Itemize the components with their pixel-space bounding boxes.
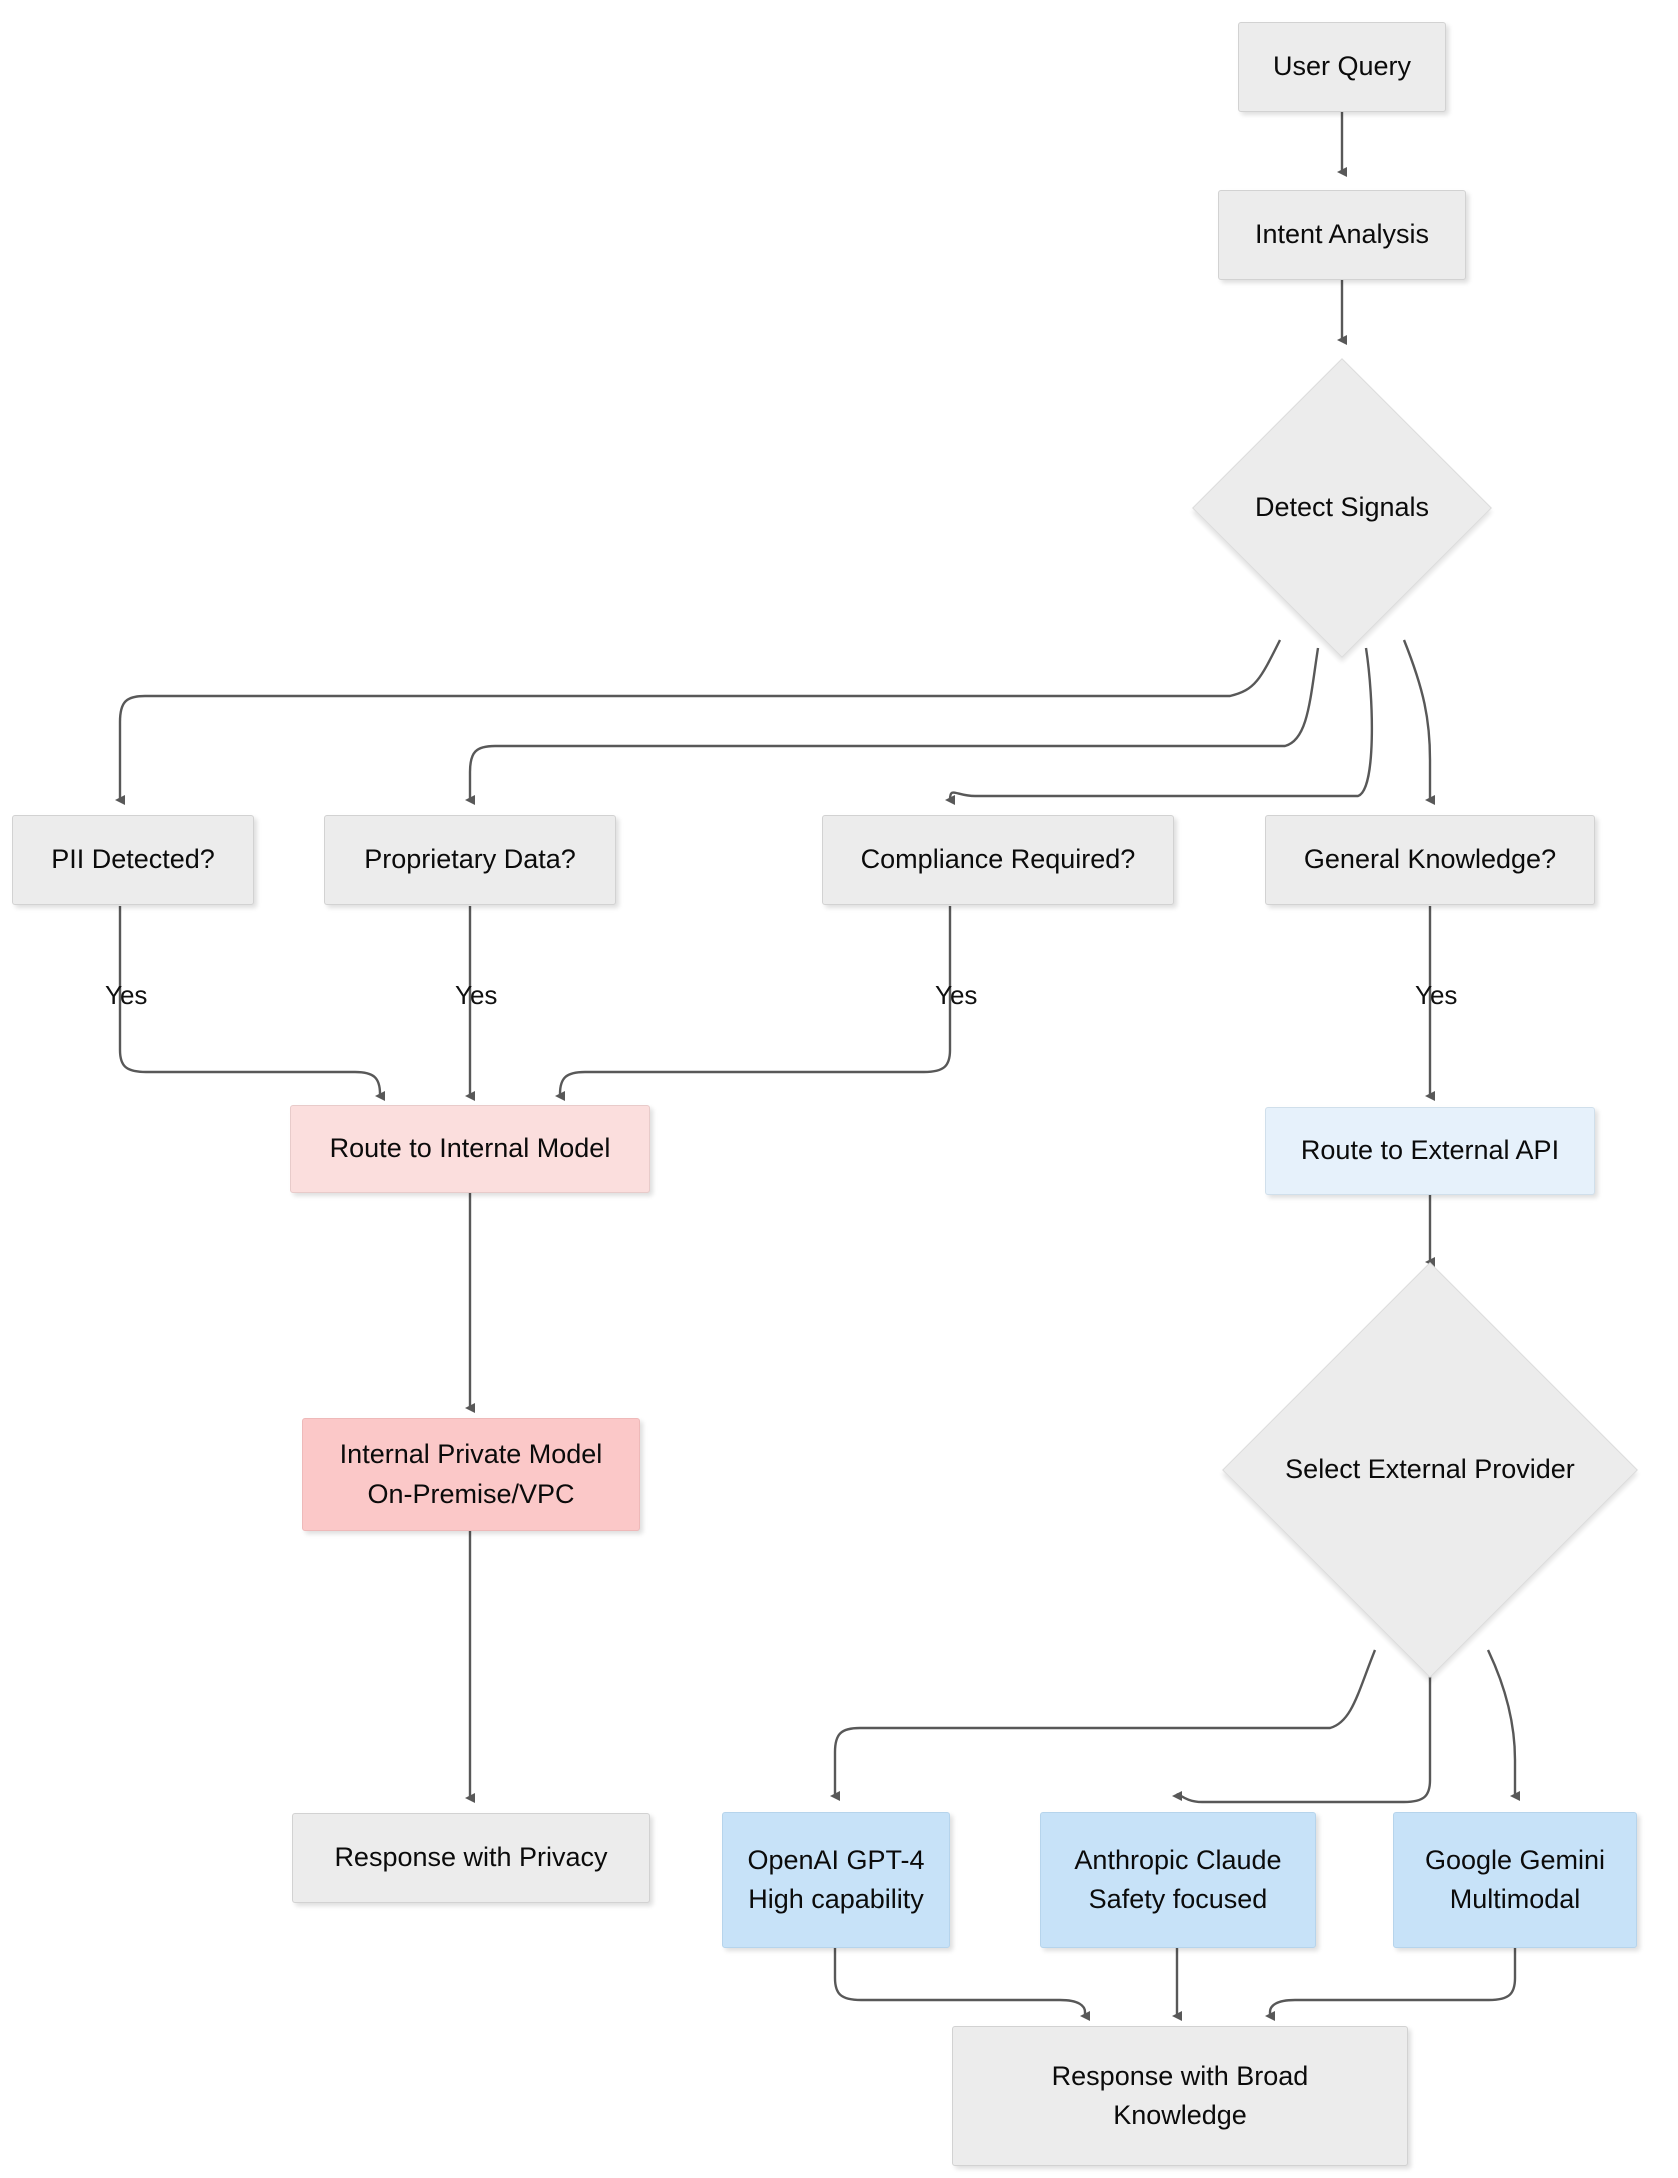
node-pii-detected-label: PII Detected? (51, 844, 215, 875)
edge-label-proprietary-yes: Yes (455, 980, 498, 1010)
node-internal-private-model-label: Internal Private Model On-Premise/VPC (339, 1439, 603, 1509)
node-general-knowledge[interactable]: General Knowledge? (1265, 815, 1595, 905)
node-route-to-internal-model[interactable]: Route to Internal Model (290, 1105, 650, 1193)
node-openai-gpt4-label: OpenAI GPT-4 High capability (747, 1844, 925, 1914)
edge-detect-to-pii (115, 639, 1282, 805)
node-detect-signals[interactable]: Detect Signals (1192, 358, 1492, 658)
edge-openai-to-response-broad (833, 1948, 1090, 2021)
node-route-to-internal-model-label: Route to Internal Model (329, 1133, 611, 1164)
node-compliance-required[interactable]: Compliance Required? (822, 815, 1174, 905)
node-intent-analysis[interactable]: Intent Analysis (1218, 190, 1466, 280)
node-anthropic-claude-label: Anthropic Claude Safety focused (1074, 1844, 1282, 1914)
node-route-to-external-api[interactable]: Route to External API (1265, 1107, 1595, 1195)
node-anthropic-claude[interactable]: Anthropic Claude Safety focused (1040, 1812, 1316, 1948)
edge-compliance-to-route-internal (555, 906, 952, 1101)
edge-select-to-gemini (1486, 1649, 1520, 1801)
edge-label-pii-yes: Yes (105, 980, 148, 1010)
node-route-to-external-api-label: Route to External API (1300, 1135, 1560, 1166)
node-proprietary-data-label: Proprietary Data? (364, 844, 576, 875)
edge-detect-to-proprietary (465, 647, 1320, 805)
edge-gemini-to-response-broad (1265, 1948, 1517, 2021)
node-response-with-privacy[interactable]: Response with Privacy (292, 1813, 650, 1903)
node-user-query-label: User Query (1272, 51, 1412, 82)
node-pii-detected[interactable]: PII Detected? (12, 815, 254, 905)
node-detect-signals-label: Detect Signals (1254, 492, 1430, 523)
node-general-knowledge-label: General Knowledge? (1303, 844, 1557, 875)
edge-detect-to-general (1402, 639, 1435, 805)
node-select-external-provider[interactable]: Select External Provider (1222, 1262, 1638, 1678)
node-response-with-privacy-label: Response with Privacy (334, 1842, 608, 1873)
edge-select-to-anthropic (1172, 1665, 1432, 1804)
node-select-external-provider-label: Select External Provider (1285, 1454, 1575, 1485)
node-response-with-broad-knowledge[interactable]: Response with Broad Knowledge (952, 2026, 1408, 2166)
node-google-gemini[interactable]: Google Gemini Multimodal (1393, 1812, 1637, 1948)
edge-select-to-openai (830, 1649, 1377, 1801)
node-google-gemini-label: Google Gemini Multimodal (1424, 1844, 1606, 1914)
edge-label-compliance-yes: Yes (935, 980, 978, 1010)
node-response-with-broad-knowledge-label: Response with Broad Knowledge (1051, 2060, 1309, 2130)
node-intent-analysis-label: Intent Analysis (1254, 219, 1430, 250)
edge-label-general-yes: Yes (1415, 980, 1458, 1010)
edge-pii-to-route-internal (118, 906, 385, 1101)
node-openai-gpt4[interactable]: OpenAI GPT-4 High capability (722, 1812, 950, 1948)
node-proprietary-data[interactable]: Proprietary Data? (324, 815, 616, 905)
edge-detect-to-compliance (945, 647, 1374, 806)
node-internal-private-model[interactable]: Internal Private Model On-Premise/VPC (302, 1418, 640, 1531)
node-compliance-required-label: Compliance Required? (860, 844, 1136, 875)
node-user-query[interactable]: User Query (1238, 22, 1446, 112)
